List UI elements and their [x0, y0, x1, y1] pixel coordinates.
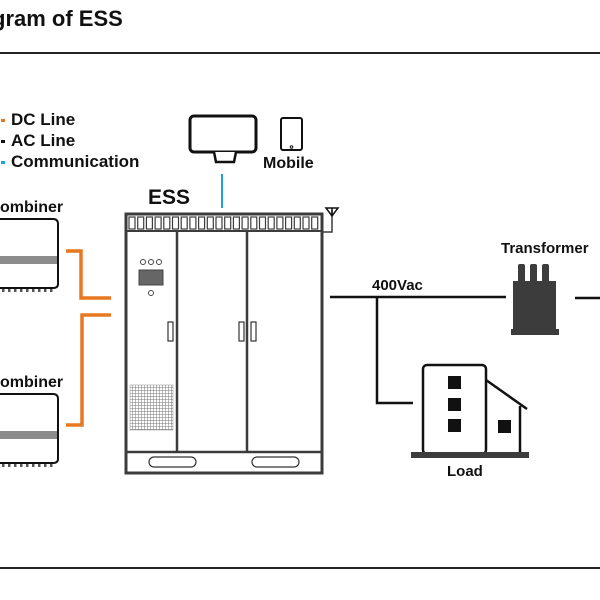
ventilation-slots	[128, 216, 319, 230]
title-divider	[0, 52, 600, 54]
combiner-terminal	[32, 289, 35, 292]
door-handle	[250, 321, 257, 342]
combiner-terminal	[20, 289, 23, 292]
combiner-terminal	[8, 289, 11, 292]
base-slot	[148, 456, 197, 468]
combiner-terminal	[50, 289, 53, 292]
page-title: gram of ESS	[0, 6, 123, 31]
legend-ac-label: AC Line	[11, 131, 76, 150]
pc-monitor-icon	[188, 114, 258, 164]
ac-load-line	[375, 297, 413, 405]
vent-slot	[232, 216, 240, 230]
vent-slot	[267, 216, 275, 230]
load-label: Load	[447, 463, 483, 480]
vent-slot	[137, 216, 145, 230]
transformer-icon	[511, 264, 559, 335]
vent-slot	[145, 216, 153, 230]
combiner-terminal	[14, 289, 17, 292]
vent-slot	[206, 216, 214, 230]
vent-slot	[250, 216, 258, 230]
vent-slot	[241, 216, 249, 230]
combiner-top-label: ombiner	[0, 199, 64, 216]
vent-slot	[215, 216, 223, 230]
legend-ac-line: AC Line	[1, 131, 76, 151]
dc-line-swatch	[1, 119, 5, 122]
voltage-label: 400Vac	[372, 277, 423, 294]
combiner-terminal	[14, 464, 17, 467]
ess-label: ESS	[148, 186, 191, 209]
combiner-bottom-label: ombiner	[0, 374, 64, 391]
combiner-terminal	[20, 464, 23, 467]
combiner-terminal	[38, 289, 41, 292]
vent-slot	[302, 216, 310, 230]
vent-slot	[285, 216, 293, 230]
control-display	[138, 269, 164, 286]
legend-communication-label: Communication	[11, 152, 140, 171]
vent-slot	[311, 216, 319, 230]
legend-dc-line: DC Line	[1, 110, 76, 130]
door-handle	[167, 321, 174, 342]
vent-slot	[189, 216, 197, 230]
ventilation-grille	[129, 384, 174, 431]
vent-slot	[276, 216, 284, 230]
footer-divider	[0, 567, 600, 569]
vent-slot	[128, 216, 136, 230]
combiner-terminal	[2, 289, 5, 292]
combiner-terminal	[44, 464, 47, 467]
ess-cabinet	[124, 212, 324, 475]
vent-slot	[163, 216, 171, 230]
dc-line-bottom	[66, 313, 111, 427]
combiner-box-top	[0, 218, 59, 292]
combiner-terminal	[32, 464, 35, 467]
vent-slot	[258, 216, 267, 230]
vent-slot	[154, 216, 162, 230]
mobile-phone-icon	[280, 117, 303, 151]
communication-swatch	[1, 161, 5, 164]
combiner-terminal	[2, 464, 5, 467]
combiner-box-bottom	[0, 393, 59, 467]
combiner-terminal	[38, 464, 41, 467]
transformer-label: Transformer	[501, 240, 589, 257]
base-slot	[251, 456, 300, 468]
combiner-terminal	[50, 464, 53, 467]
combiner-terminal	[26, 464, 29, 467]
dc-line-top	[66, 249, 111, 300]
vent-slot	[171, 216, 180, 230]
door-handle	[238, 321, 245, 342]
combiner-terminal	[26, 289, 29, 292]
ac-line-swatch	[1, 140, 5, 143]
vent-slot	[198, 216, 206, 230]
legend-dc-label: DC Line	[11, 110, 76, 129]
vent-slot	[180, 216, 188, 230]
vent-slot	[293, 216, 301, 230]
vent-slot	[224, 216, 232, 230]
load-building-icon	[411, 363, 529, 458]
antenna-icon	[322, 207, 340, 233]
combiner-terminal	[8, 464, 11, 467]
combiner-terminal	[44, 289, 47, 292]
legend-communication: Communication	[1, 152, 140, 172]
mobile-label: Mobile	[263, 155, 314, 172]
